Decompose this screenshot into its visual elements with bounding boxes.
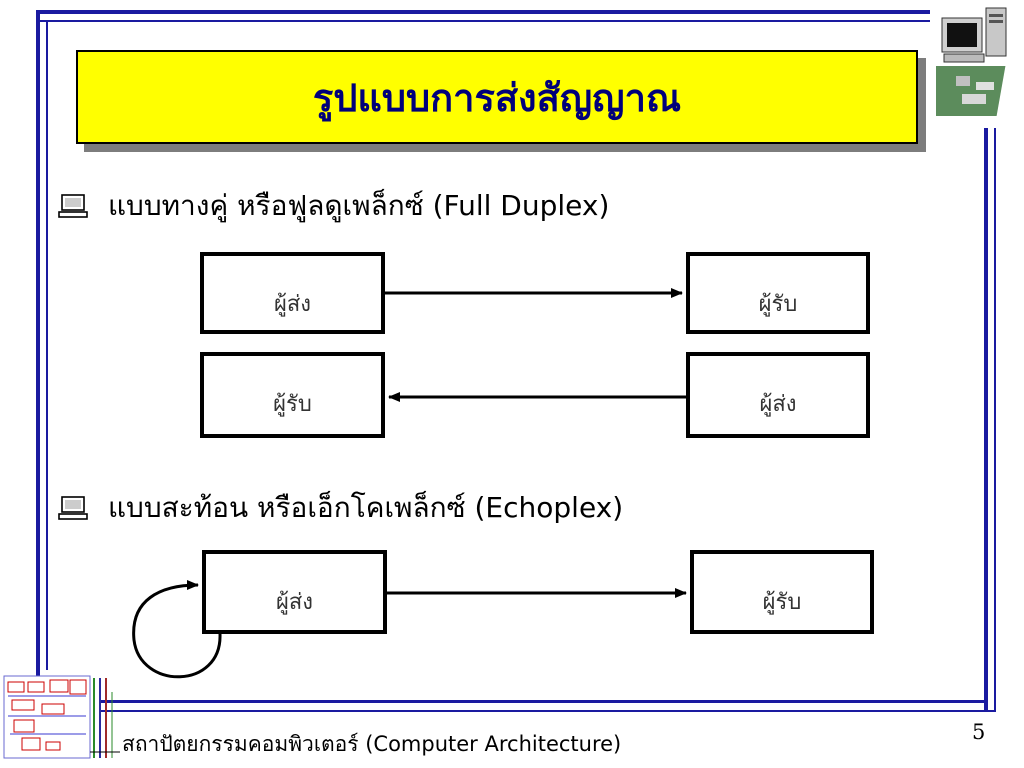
slide-title: รูปแบบการส่งสัญญาณ <box>312 75 682 120</box>
echo-loop-arrow <box>132 580 222 679</box>
computer-clipart-icon <box>936 7 1007 116</box>
frame-bottom-line-1 <box>100 700 988 703</box>
frame-top-line-1 <box>36 10 930 14</box>
frame-right-line-2 <box>994 128 996 712</box>
bullet-text: แบบสะท้อน หรือเอ็กโคเพล็กซ์ (Echoplex) <box>108 491 624 524</box>
sender-box: ผู้ส่ง <box>200 252 385 334</box>
bullet-text: แบบทางคู่ หรือฟูลดูเพล็กซ์ (Full Duplex) <box>108 189 610 222</box>
sender-box: ผู้ส่ง <box>202 550 387 634</box>
receiver-box: ผู้รับ <box>686 252 870 334</box>
box-label: ผู้ส่ง <box>273 292 312 317</box>
page-number: 5 <box>972 720 986 744</box>
frame-right-line-1 <box>984 128 988 712</box>
box-label: ผู้รับ <box>273 392 312 417</box>
frame-left-line-1 <box>36 10 40 700</box>
title-box: รูปแบบการส่งสัญญาณ <box>76 50 918 144</box>
bullet-echoplex: แบบสะท้อน หรือเอ็กโคเพล็กซ์ (Echoplex) <box>58 486 623 530</box>
receiver-box: ผู้รับ <box>690 550 874 634</box>
box-label: ผู้ส่ง <box>275 590 314 615</box>
system-diagram-clipart-icon <box>3 675 120 759</box>
box-label: ผู้รับ <box>758 292 798 317</box>
frame-bottom-line-2 <box>100 710 996 712</box>
receiver-box: ผู้รับ <box>200 352 385 438</box>
box-label: ผู้รับ <box>762 590 802 615</box>
computer-icon <box>58 496 88 520</box>
frame-top-line-2 <box>36 20 930 22</box>
computer-icon <box>58 194 88 218</box>
frame-left-line-2 <box>46 20 48 670</box>
bullet-full-duplex: แบบทางคู่ หรือฟูลดูเพล็กซ์ (Full Duplex) <box>58 184 609 228</box>
footer-course-title: สถาปัตยกรรมคอมพิวเตอร์ (Computer Archite… <box>122 732 622 756</box>
sender-box: ผู้ส่ง <box>686 352 870 438</box>
box-label: ผู้ส่ง <box>759 392 797 417</box>
